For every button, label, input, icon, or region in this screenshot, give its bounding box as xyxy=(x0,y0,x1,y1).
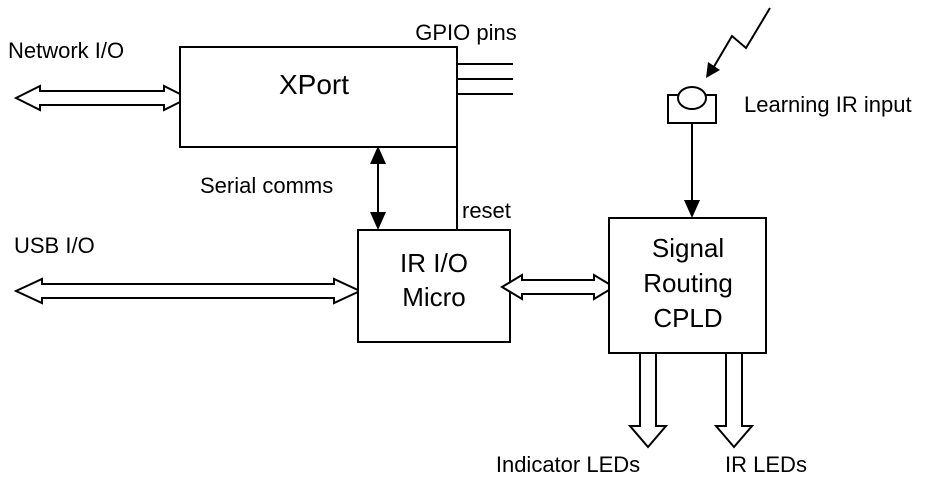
indicator-leds-label: Indicator LEDs xyxy=(496,452,640,477)
usb-io-arrow xyxy=(13,277,363,305)
ir-micro-block xyxy=(357,229,511,343)
cpld-label-line2: Routing xyxy=(643,268,733,298)
lightning-arrowhead-icon xyxy=(706,62,720,78)
cpld-label-line3: CPLD xyxy=(653,303,722,333)
cpld-label-line1: Signal xyxy=(652,233,724,263)
xport-label: XPort xyxy=(279,69,349,100)
ir-micro-label-line2: Micro xyxy=(402,282,466,312)
gpio-pins-label: GPIO pins xyxy=(415,20,516,45)
serial-comms-arrowhead-up xyxy=(370,146,386,164)
ir-leds-label: IR LEDs xyxy=(725,452,807,477)
indicator-leds-arrow xyxy=(627,352,669,449)
xport-block xyxy=(179,46,458,148)
lightning-bolt-icon xyxy=(711,7,771,71)
usb-io-label: USB I/O xyxy=(14,233,95,258)
network-io-label: Network I/O xyxy=(8,38,124,63)
reset-label: reset xyxy=(462,198,511,223)
serial-comms-label: Serial comms xyxy=(200,173,333,198)
learning-ir-input-label: Learning IR input xyxy=(744,92,912,117)
learning-ir-arrowhead xyxy=(684,200,700,218)
ir-leds-arrow xyxy=(713,352,755,449)
serial-comms-arrowhead-down xyxy=(370,212,386,230)
ir-micro-label-line1: IR I/O xyxy=(400,248,468,278)
ir-receiver-dome-icon xyxy=(677,86,707,110)
network-io-arrow xyxy=(13,84,191,112)
micro-cpld-arrow xyxy=(500,273,616,301)
cpld-block xyxy=(608,217,767,354)
